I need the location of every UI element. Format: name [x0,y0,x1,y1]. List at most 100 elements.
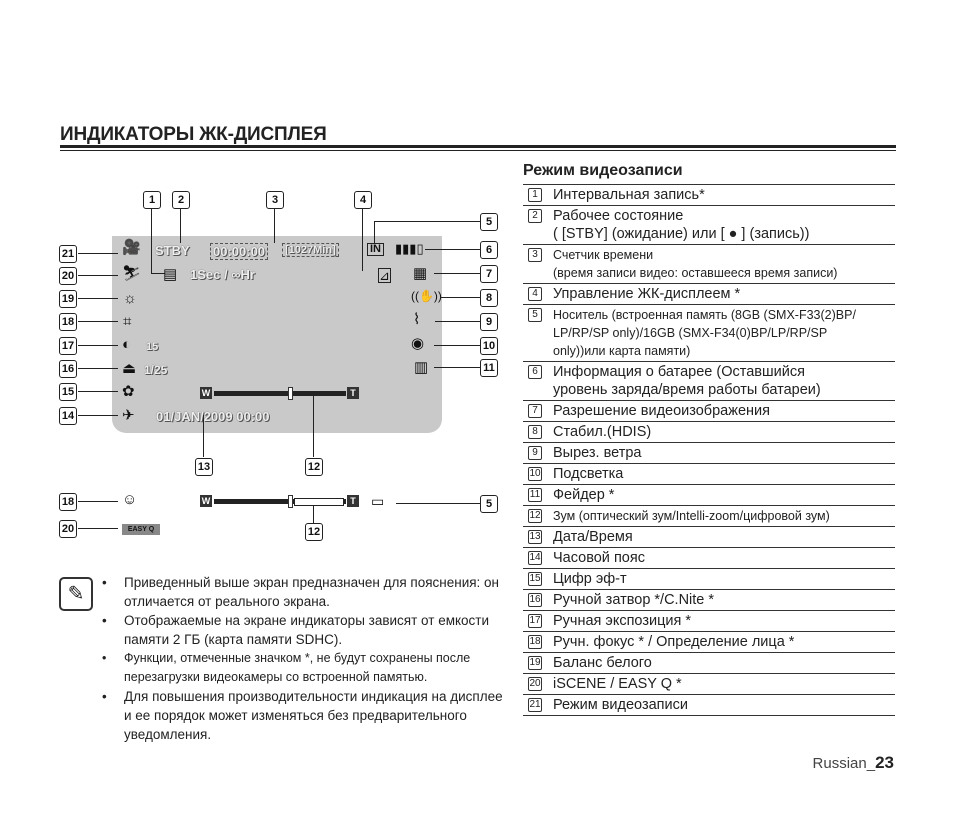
indicator-item: 15 Цифр эф-т [523,569,895,590]
page-title: ИНДИКАТОРЫ ЖК-ДИСПЛЕЯ [60,124,327,145]
item-text: Цифр эф-т [553,571,627,587]
leader-line [362,208,363,271]
callout-badge: 20 [59,520,77,538]
leader-line [435,321,480,322]
battery-icon: ▮▮▮▯ [395,241,424,256]
item-text: Информация о батарее (Оставшийся [553,364,805,380]
item-number: 2 [528,209,542,223]
zoom-thumb [288,495,293,508]
item-number: 5 [528,308,542,322]
item-text: iSCENE / EASY Q * [553,676,682,692]
item-text: Режим видеозаписи [553,697,688,713]
callout-badge: 12 [305,523,323,541]
note-item: Отображаемые на экране индикаторы завися… [100,611,510,649]
lcd-interval: 1Sec / ∞Hr [190,267,255,282]
item-text: Разрешение видеоизображения [553,403,770,419]
easy-q-badge: EASY Q [122,524,160,535]
callout-badge: 4 [354,191,372,209]
digital-zoom-segment [294,498,344,506]
wind-cut-icon: ⌇ [413,311,421,328]
zoom-wide-label: W [200,387,212,399]
callout-badge: 6 [480,241,498,259]
callout-badge: 18 [59,313,77,331]
fader-icon: ▥ [414,359,429,376]
note-item: Приведенный выше экран предназначен для … [100,573,510,611]
item-text: only))или карта памяти) [553,344,691,358]
item-text: Рабочее состояние [553,208,684,224]
indicator-item: 6 Информация о батарее (Оставшийся уровень… [523,362,895,401]
zoom-tele-label: T [347,387,359,399]
item-text: уровень заряда/время работы батареи) [553,382,821,398]
zoom-thumb [288,387,293,400]
leader-line [151,208,152,274]
leader-line [440,297,480,298]
callout-badge: 11 [480,359,498,377]
callout-badge: 3 [266,191,284,209]
indicator-item: 7 Разрешение видеоизображения [523,401,895,422]
leader-line [78,253,118,254]
item-number: 15 [528,572,542,586]
item-number: 6 [528,365,542,379]
interval-icon: ▤ [163,266,178,283]
item-number: 11 [528,488,542,502]
memory-media-icon: IN [367,243,384,256]
note-item: Для повышения производительности индикац… [100,687,510,744]
item-number: 18 [528,635,542,649]
digital-effect-icon: ✿ [122,383,135,400]
sd-card-icon: ▭ [371,493,385,509]
stabilizer-icon: ((✋)) [411,289,442,303]
leader-line [313,506,314,523]
callout-badge: 13 [195,458,213,476]
lcd-remaining: [1027Min] [282,243,339,257]
item-number: 1 [528,188,542,202]
resolution-icon: ▦ [413,265,428,282]
face-detection-icon: ☺ [122,491,138,508]
item-number: 17 [528,614,542,628]
leader-line [203,415,204,457]
item-number: 9 [528,446,542,460]
item-text: Счетчик времени [553,248,654,262]
note-item: Функции, отмеченные значком *, не будут … [100,649,510,687]
footer-language: Russian_ [812,755,876,772]
manual-focus-icon: ⌗ [123,313,132,330]
leader-line [313,396,314,457]
section-title: Режим видеозаписи [523,162,683,179]
leader-line [78,275,118,276]
lcd-datetime: 01/JAN/2009 00:00 [156,409,270,424]
backlight-icon: ◉ [411,335,425,352]
callout-badge: 5 [480,495,498,513]
item-text: Ручной затвор */C.Nite * [553,592,715,608]
zoom-wide-label: W [200,495,212,507]
item-number: 3 [528,248,542,262]
leader-line [78,501,118,502]
leader-line [425,249,480,250]
callout-badge: 9 [480,313,498,331]
title-rule-thin [60,150,896,151]
callout-badge: 7 [480,265,498,283]
item-number: 7 [528,404,542,418]
leader-line [180,208,181,243]
item-text: ( [STBY] (ожидание) или [ ● ] (запись)) [553,226,810,242]
item-text: Ручн. фокус * / Определение лица * [553,634,795,650]
callout-badge: 19 [59,290,77,308]
page-footer: Russian_23 [813,753,894,773]
iscene-icon: ⛷ [122,265,142,282]
leader-line [434,273,480,274]
indicator-item: 18 Ручн. фокус * / Определение лица * [523,632,895,653]
item-number: 13 [528,530,542,544]
item-text: Ручная экспозиция * [553,613,692,629]
callout-badge: 17 [59,337,77,355]
leader-line [78,415,118,416]
lcd-screen [112,236,442,433]
lcd-exposure-value: 15 [146,341,159,353]
